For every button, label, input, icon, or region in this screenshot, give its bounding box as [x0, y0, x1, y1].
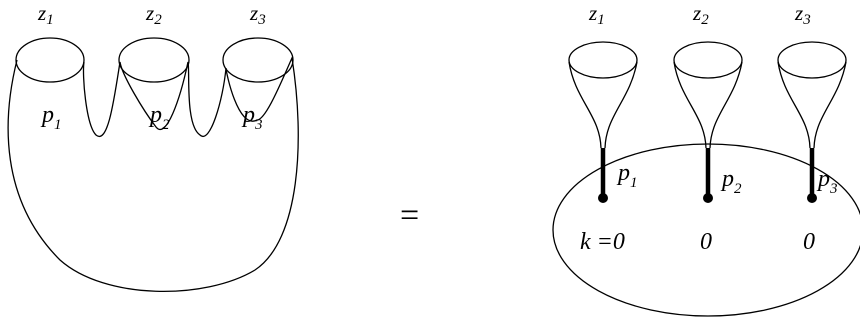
left-p2-label: p2 [148, 102, 170, 133]
right-boundary-circle-1 [569, 42, 637, 78]
left-boundary-circle-1 [16, 38, 84, 82]
right-level-label-2: 0 [700, 229, 712, 255]
right-tube-3 [778, 42, 846, 203]
right-puncture-2 [703, 193, 713, 203]
right-puncture-3 [807, 193, 817, 203]
right-funnel-3 [778, 62, 846, 148]
right-boundary-circle-2 [674, 42, 742, 78]
right-funnel-2 [674, 62, 742, 148]
right-puncture-1 [598, 193, 608, 203]
right-z2-label: z2 [692, 1, 709, 28]
left-p1-label: p1 [40, 102, 62, 133]
left-surface: z1 z2 z3 p1 p2 p3 [8, 1, 298, 291]
left-boundary-circle-3 [223, 38, 293, 82]
right-surface: z1 z2 z3 p1 p2 p3 k =0 0 0 [553, 1, 860, 316]
left-z1-label: z1 [37, 1, 54, 28]
right-z1-label: z1 [588, 1, 605, 28]
left-boundary-circle-2 [119, 38, 189, 82]
right-level-label-3: 0 [803, 229, 815, 255]
left-z3-label: z3 [249, 1, 266, 28]
right-z3-label: z3 [794, 1, 811, 28]
right-p2-label: p2 [720, 166, 742, 197]
left-surface-outline [8, 58, 298, 291]
right-boundary-circle-3 [778, 42, 846, 78]
right-p3-label: p3 [816, 166, 838, 197]
right-level-label-1: k =0 [580, 229, 625, 255]
right-funnel-1 [569, 62, 637, 148]
left-z2-label: z2 [145, 1, 162, 28]
equals-sign: = [400, 197, 419, 234]
left-p3-label: p3 [241, 102, 263, 133]
right-p1-label: p1 [616, 160, 638, 191]
